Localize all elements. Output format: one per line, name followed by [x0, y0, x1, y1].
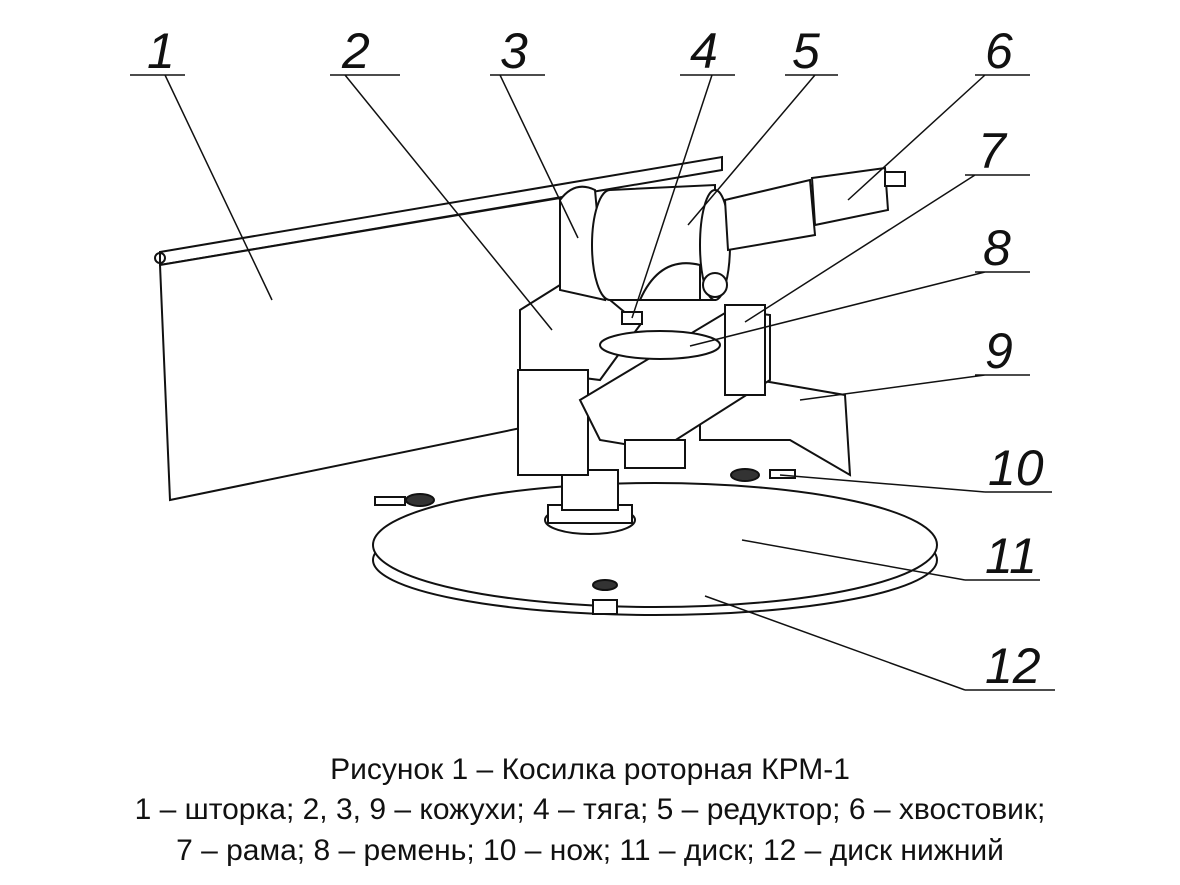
callout-4: 4 [690, 23, 718, 79]
tail-shaft [723, 166, 906, 252]
callout-6: 6 [985, 23, 1013, 79]
callout-12: 12 [985, 638, 1041, 694]
figure-title: Рисунок 1 – Косилка роторная КРМ-1 [330, 753, 850, 786]
frame [578, 304, 771, 469]
figure-legend-line-1: 1 – шторка; 2, 3, 9 – кожухи; 4 – тяга; … [134, 793, 1046, 826]
figure-legend-line-2: 7 – рама; 8 – ремень; 10 – нож; 11 – дис… [176, 834, 1004, 867]
callout-10: 10 [988, 440, 1044, 496]
column [544, 469, 636, 535]
callout-1: 1 [147, 23, 175, 79]
callout-9: 9 [985, 323, 1013, 379]
callout-5: 5 [792, 23, 820, 79]
disk [372, 468, 938, 616]
callout-11: 11 [985, 528, 1037, 584]
cover-2 [517, 283, 642, 476]
mower-drawing: 1 2 3 4 5 6 7 8 9 10 11 12 [130, 23, 1055, 694]
callout-2: 2 [341, 23, 370, 79]
callout-numbers: 1 2 3 4 5 6 7 8 9 10 11 12 [147, 23, 1044, 694]
leader-lines [130, 74, 1055, 691]
gearbox [591, 183, 731, 301]
callout-8: 8 [983, 220, 1011, 276]
callout-3: 3 [500, 23, 528, 79]
callout-7: 7 [978, 123, 1008, 179]
